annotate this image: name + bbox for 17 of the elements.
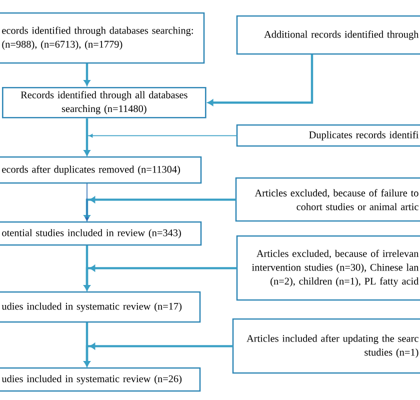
process-box: ecords after duplicates removed (n=11304) — [0, 156, 202, 184]
process-box: Records identified through all databases searching (n=11480) — [2, 87, 206, 118]
process-box: udies included in systematic review (n=26) — [0, 367, 201, 392]
arrow — [84, 63, 90, 86]
process-box: otential studies included in review (n=343) — [0, 221, 202, 246]
process-box: Additional records identified through — [236, 15, 420, 55]
process-box: Articles excluded, because of failure to cohort studies or animal artic — [235, 177, 420, 222]
process-box: udies included in systematic review (n=17) — [0, 291, 201, 323]
process-box: Articles excluded, because of irrelevan intervention studies (n=30), Chinese lan (n=2), children (n=1), PL fatty acid — [236, 235, 420, 301]
arrow — [84, 343, 233, 367]
process-box: ecords identified through databases searching: (n=988), (n=6713), (n=1779) — [0, 12, 205, 64]
process-box: Articles included after updating the searc studies (n=1) — [232, 318, 420, 374]
arrow — [84, 265, 237, 291]
arrow — [85, 183, 89, 222]
arrow — [208, 54, 314, 106]
arrow — [85, 134, 238, 156]
process-box: Duplicates records identifi — [236, 124, 420, 147]
